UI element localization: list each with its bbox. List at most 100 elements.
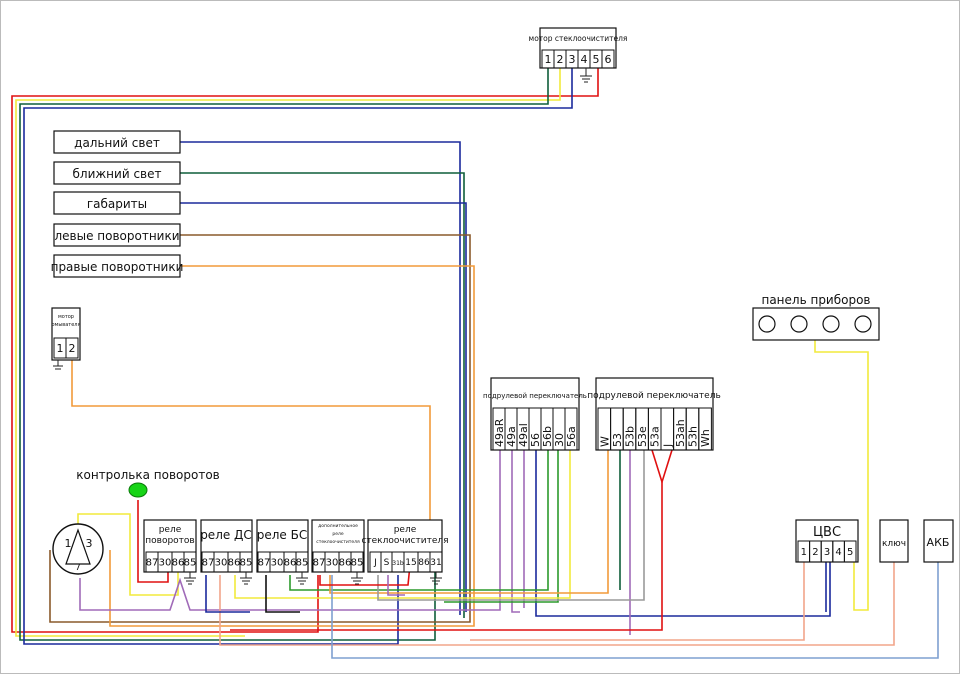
ignition-key-box (879, 519, 909, 563)
left-turn-label: левые поворотники (54, 229, 179, 243)
turn-relay-title-2: поворотов (145, 536, 194, 546)
flasher-pin-3: 3 (86, 537, 93, 550)
ground-symbol (53, 360, 63, 370)
pin-label: 2 (812, 547, 818, 558)
left-stalk-title: подрулевой переключатель (483, 392, 587, 400)
pin-label: 15 (405, 558, 416, 568)
pin-cell (65, 337, 79, 359)
wire-washer (71, 360, 431, 570)
panel-gauge-icon (854, 315, 872, 333)
wire-stalk-r6 (230, 482, 663, 631)
pin-label: 2 (69, 342, 76, 355)
instrument-panel-title: панель приборов (761, 293, 870, 307)
flasher-unit: 1 3 7 (52, 523, 104, 575)
pin-label: 53ah (674, 419, 687, 447)
pin-label: 3 (569, 53, 576, 66)
pin-label: 87 (313, 558, 326, 569)
wire-parking (180, 202, 467, 612)
left-turn-box (53, 223, 181, 247)
extra-wiper-relay-title-3: стеклоочистителя (316, 540, 360, 545)
pin-label: 85 (184, 558, 197, 569)
pin-label: 53e (636, 426, 649, 447)
turn-indicator-lamp (128, 482, 148, 498)
instrument-panel: панель приборов (752, 293, 880, 341)
central-unit-title: ЦВС (813, 525, 841, 540)
pin-label: 4 (835, 547, 841, 558)
ds-relay-title: реле ДС (200, 528, 252, 542)
panel-gauge-icon (822, 315, 840, 333)
panel-gauge-icon (758, 315, 776, 333)
wire-flasher-yellow (77, 513, 179, 596)
pin-label: 53 (611, 433, 624, 447)
pin-label: 1 (57, 342, 64, 355)
wiper-motor-title: мотор стеклоочистителя (529, 34, 628, 43)
pin-label: 87 (202, 558, 215, 569)
bs-relay-title: реле БС (257, 528, 307, 542)
ignition-key-label: ключ (882, 539, 906, 549)
ground-symbol (240, 572, 252, 585)
flasher-triangle-icon (65, 528, 91, 565)
pin-label: 30 (326, 558, 339, 569)
pin-label: 3 (824, 547, 830, 558)
pin-label: 85 (296, 558, 309, 569)
wire-high-beam (180, 141, 461, 615)
wire-stalk-l6 (234, 450, 571, 599)
pin-label: 49al (517, 423, 530, 447)
wire-relay-red-1 (319, 564, 411, 586)
pin-cell (698, 407, 712, 451)
wire-lamp (137, 500, 169, 583)
wire-stalk-r4 (377, 450, 645, 601)
parking-label: габариты (87, 197, 147, 211)
pin-label: 30 (553, 433, 566, 447)
pin-label: 31b (392, 560, 404, 567)
wire-stalk-l1 (511, 450, 520, 613)
extra-wiper-relay-title-1: дополнительное (318, 524, 358, 529)
pin-label: S (384, 558, 390, 568)
wire-relay-purple-1 (387, 575, 405, 596)
low-beam-box (53, 161, 181, 185)
battery-box (923, 519, 954, 563)
turn-relay-box (143, 519, 197, 573)
pin-label: 49a (505, 426, 518, 447)
pin-label: 86 (339, 558, 352, 569)
wire-stalk-l5 (444, 450, 559, 603)
ground-symbol (296, 572, 308, 585)
wire-left-turn (49, 234, 471, 623)
pin-label: 85 (351, 558, 364, 569)
wire-right-turn (109, 265, 475, 627)
wire-relay-blue-1 (205, 575, 250, 613)
wire-key (219, 562, 895, 646)
wire-green-outer (19, 68, 549, 641)
high-beam-box (53, 130, 181, 154)
pin-label: 53a (649, 426, 662, 447)
left-stalk-box (490, 377, 580, 451)
ground-symbol (430, 572, 442, 585)
wire-relay-black-1 (265, 575, 300, 613)
ground-symbol (351, 572, 363, 585)
wire-panel-left (814, 340, 869, 611)
pin-label: 4 (581, 53, 588, 66)
wires (11, 68, 939, 659)
pin-cell (843, 540, 857, 563)
wire-blue-outer (23, 68, 573, 645)
ground-symbol (184, 572, 196, 585)
pin-label: 2 (557, 53, 564, 66)
pin-label: 86 (418, 558, 430, 568)
pin-label: 1 (801, 547, 807, 558)
flasher-circle (52, 523, 104, 575)
wire-stalk-l4 (289, 450, 549, 591)
circuit-labels: дальний свет ближний свет габариты левые… (51, 130, 183, 278)
